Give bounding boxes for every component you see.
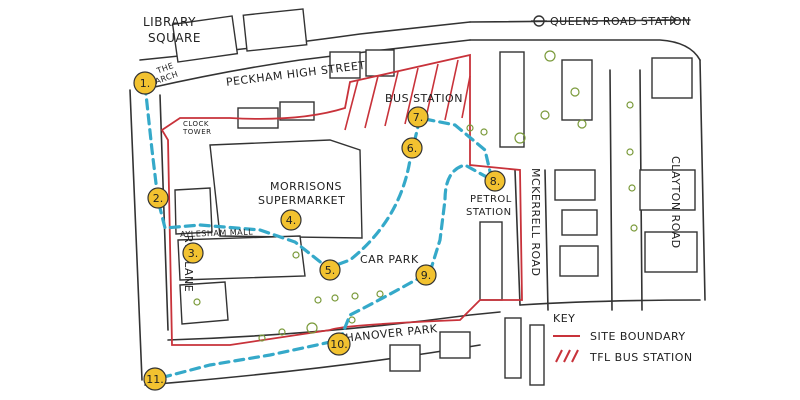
marker-5[interactable]: 5. [319,259,341,281]
svg-text:9.: 9. [421,269,432,282]
walking-route [143,83,495,380]
library-label: LIBRARY [143,15,196,29]
supermarket-label: SUPERMARKET [258,194,345,207]
site-boundary-line [160,53,523,346]
roads [129,19,706,386]
svg-text:11.: 11. [146,373,164,386]
marker-8[interactable]: 8. [484,170,506,192]
car-park-label: CAR PARK [360,253,419,266]
clock-label: CLOCK [183,120,209,128]
aylesham-mall-label: AYLESHAM MALL [180,227,253,239]
trees [193,50,638,342]
svg-text:8.: 8. [490,175,501,188]
svg-text:4.: 4. [286,214,297,227]
marker-11[interactable]: 11. [143,367,167,391]
mckerrell-road-label: MCKERRELL ROAD [529,168,542,276]
marker-2[interactable]: 2. [147,187,169,209]
marker-4[interactable]: 4. [280,209,302,231]
buildings [171,8,698,386]
marker-3[interactable]: 3. [182,242,204,264]
bus-station-label: BUS STATION [385,92,463,105]
underground-roundel-icon [531,15,547,27]
svg-text:3.: 3. [188,247,199,260]
svg-text:10.: 10. [330,338,348,351]
peckham-high-street-label: PECKHAM HIGH STREET [225,59,366,89]
tfl-bus-station-hatch [344,59,471,131]
key-tfl-bus-station-label: TFL BUS STATION [589,351,693,364]
svg-text:6.: 6. [407,142,418,155]
arrow-right-icon [660,15,678,25]
marker-1[interactable]: 1. [133,71,157,95]
square-label: SQUARE [148,31,201,45]
morrisons-label: MORRISONS [270,180,342,193]
tfl-bus-station-swatch [555,349,579,363]
marker-10[interactable]: 10. [327,332,351,356]
key-site-boundary-label: SITE BOUNDARY [590,330,686,343]
station-label: STATION [466,207,512,218]
svg-text:2.: 2. [153,192,164,205]
svg-text:7.: 7. [413,111,424,124]
key-title: KEY [553,312,575,325]
petrol-label: PETROL [470,194,512,205]
marker-7[interactable]: 7. [407,106,429,128]
svg-text:5.: 5. [325,264,336,277]
clayton-road-label: CLAYTON ROAD [669,156,682,249]
queens-road-station-label: QUEENS ROAD STATION [550,15,691,28]
map-key: KEY SITE BOUNDARY TFL BUS STATION [553,312,693,364]
tower-label: TOWER [182,128,212,136]
svg-text:1.: 1. [140,77,151,90]
marker-9[interactable]: 9. [415,264,437,286]
marker-6[interactable]: 6. [401,137,423,159]
